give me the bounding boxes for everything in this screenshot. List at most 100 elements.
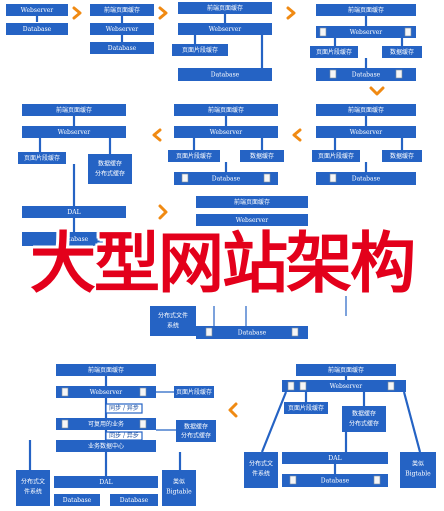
business-data-center-label: 业务数据中心 bbox=[88, 442, 124, 450]
database-node-icon bbox=[291, 327, 299, 337]
webserver-label: Webserver bbox=[330, 383, 363, 390]
arrow-diagonal bbox=[402, 391, 422, 453]
distributed-fs-box bbox=[16, 470, 50, 506]
cache-node-icon bbox=[387, 381, 395, 391]
fragment-cache-label: 页面片段缓存 bbox=[24, 154, 60, 162]
webserver-box bbox=[316, 26, 416, 38]
data-cache-box bbox=[382, 150, 422, 162]
fragment-cache-box bbox=[172, 44, 228, 56]
chevron-left-icon bbox=[292, 128, 302, 142]
database-box bbox=[22, 232, 126, 246]
webserver-box bbox=[90, 23, 154, 35]
panel-3: 前端页面缓存 Webserver 页面片段缓存 Database bbox=[172, 2, 272, 81]
distributed-cache-label: 分布式缓存 bbox=[95, 170, 125, 178]
webserver-label: Webserver bbox=[210, 129, 243, 136]
database-box bbox=[90, 42, 154, 54]
chevron-right-icon bbox=[158, 6, 168, 20]
webserver-box bbox=[196, 214, 308, 226]
distributed-fs-label-line1: 分布式文 bbox=[249, 460, 273, 468]
cache-node-icon bbox=[299, 381, 307, 391]
fragment-cache-label: 页面片段缓存 bbox=[318, 152, 354, 160]
data-cache-label: 数据缓存 bbox=[390, 152, 414, 160]
distributed-data-cache-box bbox=[88, 154, 132, 184]
frontend-cache-label: 前端页面缓存 bbox=[104, 6, 140, 14]
frontend-cache-label: 前端页面缓存 bbox=[208, 106, 244, 114]
webserver-box bbox=[282, 380, 406, 392]
sync-async-label: 同步 / 异步 bbox=[109, 432, 139, 440]
panel-10: 前端页面缓存 Webserver 页面片段缓存 同步 / 异步 可复用的业务 数… bbox=[16, 364, 216, 506]
fragment-cache-label: 页面片段缓存 bbox=[316, 48, 352, 56]
webserver-box bbox=[316, 126, 416, 138]
dal-label: DAL bbox=[328, 455, 341, 462]
webserver-label: Webserver bbox=[21, 7, 54, 14]
distributed-fs-box bbox=[244, 452, 278, 488]
distributed-fs-label-line1: 分布式文件 bbox=[158, 312, 188, 320]
database-box bbox=[54, 494, 100, 506]
sync-async-tag bbox=[105, 403, 143, 414]
fragment-cache-label: 页面片段缓存 bbox=[176, 388, 212, 396]
frontend-cache-label: 前端页面缓存 bbox=[88, 366, 124, 374]
database-box bbox=[316, 172, 416, 185]
cache-node-icon bbox=[287, 381, 295, 391]
panel-5: 前端页面缓存 Webserver 页面片段缓存 数据缓存 Database bbox=[312, 104, 422, 185]
frontend-cache-box bbox=[316, 104, 416, 116]
dal-label: DAL bbox=[67, 209, 80, 216]
database-label: Database bbox=[120, 497, 149, 504]
chevron-down-icon bbox=[369, 86, 385, 96]
database-node-icon bbox=[373, 475, 381, 485]
distributed-fs-label-line2: 系统 bbox=[167, 322, 179, 330]
chevron-left-icon bbox=[152, 128, 162, 142]
data-cache-label: 数据缓存 bbox=[250, 152, 274, 160]
database-node-icon bbox=[181, 173, 189, 183]
bigtable-label-line2: Bigtable bbox=[166, 489, 192, 496]
chevron-right-icon bbox=[286, 6, 296, 20]
database-label: Database bbox=[321, 478, 350, 485]
database-node-icon bbox=[263, 173, 271, 183]
database-box bbox=[282, 474, 388, 487]
webserver-label: Webserver bbox=[350, 29, 383, 36]
sync-async-label: 同步 / 异步 bbox=[109, 404, 139, 412]
frontend-cache-label: 前端页面缓存 bbox=[328, 366, 364, 374]
database-label: Database bbox=[63, 497, 92, 504]
data-cache-label: 数据缓存 bbox=[184, 423, 208, 431]
chevron-left-icon bbox=[228, 402, 238, 418]
webserver-label: Webserver bbox=[209, 26, 242, 33]
database-label: Database bbox=[23, 26, 52, 33]
frontend-cache-label: 前端页面缓存 bbox=[348, 6, 384, 14]
database-box bbox=[110, 494, 158, 506]
webserver-box bbox=[174, 126, 278, 138]
webserver-label: Webserver bbox=[350, 129, 383, 136]
database-node-icon bbox=[205, 327, 213, 337]
reusable-services-box bbox=[56, 418, 156, 430]
dal-box bbox=[54, 476, 158, 488]
chevron-right-icon bbox=[72, 6, 82, 20]
reusable-services-label: 可复用的业务 bbox=[88, 420, 124, 428]
service-node-icon bbox=[61, 419, 69, 429]
distributed-fs-label-line2: 件系统 bbox=[24, 488, 42, 496]
dal-label: DAL bbox=[99, 479, 112, 486]
frontend-cache-label: 前端页面缓存 bbox=[234, 198, 270, 206]
frontend-cache-box bbox=[56, 364, 156, 376]
data-cache-box bbox=[382, 46, 422, 58]
database-label: Database bbox=[238, 330, 267, 337]
service-node-icon bbox=[139, 419, 147, 429]
distributed-data-cache-box bbox=[176, 420, 216, 442]
dal-box bbox=[282, 452, 388, 464]
fragment-cache-label: 页面片段缓存 bbox=[288, 404, 324, 412]
panel-4: 前端页面缓存 Webserver 页面片段缓存 数据缓存 Database bbox=[310, 4, 422, 81]
cache-node-icon bbox=[139, 387, 147, 397]
fragment-cache-label: 页面片段缓存 bbox=[182, 46, 218, 54]
distributed-data-cache-box bbox=[342, 406, 386, 432]
webserver-label: Webserver bbox=[236, 217, 269, 224]
panel-1: Webserver Database bbox=[6, 4, 68, 35]
webserver-box bbox=[178, 23, 272, 35]
distributed-fs-label-line1: 分布式文 bbox=[21, 478, 45, 486]
webserver-label: Webserver bbox=[90, 389, 123, 396]
database-label: Database bbox=[211, 72, 240, 79]
arrow-diagonal bbox=[260, 391, 288, 453]
webserver-box bbox=[22, 126, 126, 138]
data-cache-label: 数据缓存 bbox=[352, 410, 376, 418]
panel-9: 前端页面缓存 Webserver 页面片段缓存 数据缓存 分布式缓存 DAL 分… bbox=[244, 364, 436, 488]
cache-node-icon bbox=[404, 27, 412, 37]
frontend-cache-box bbox=[178, 2, 272, 14]
